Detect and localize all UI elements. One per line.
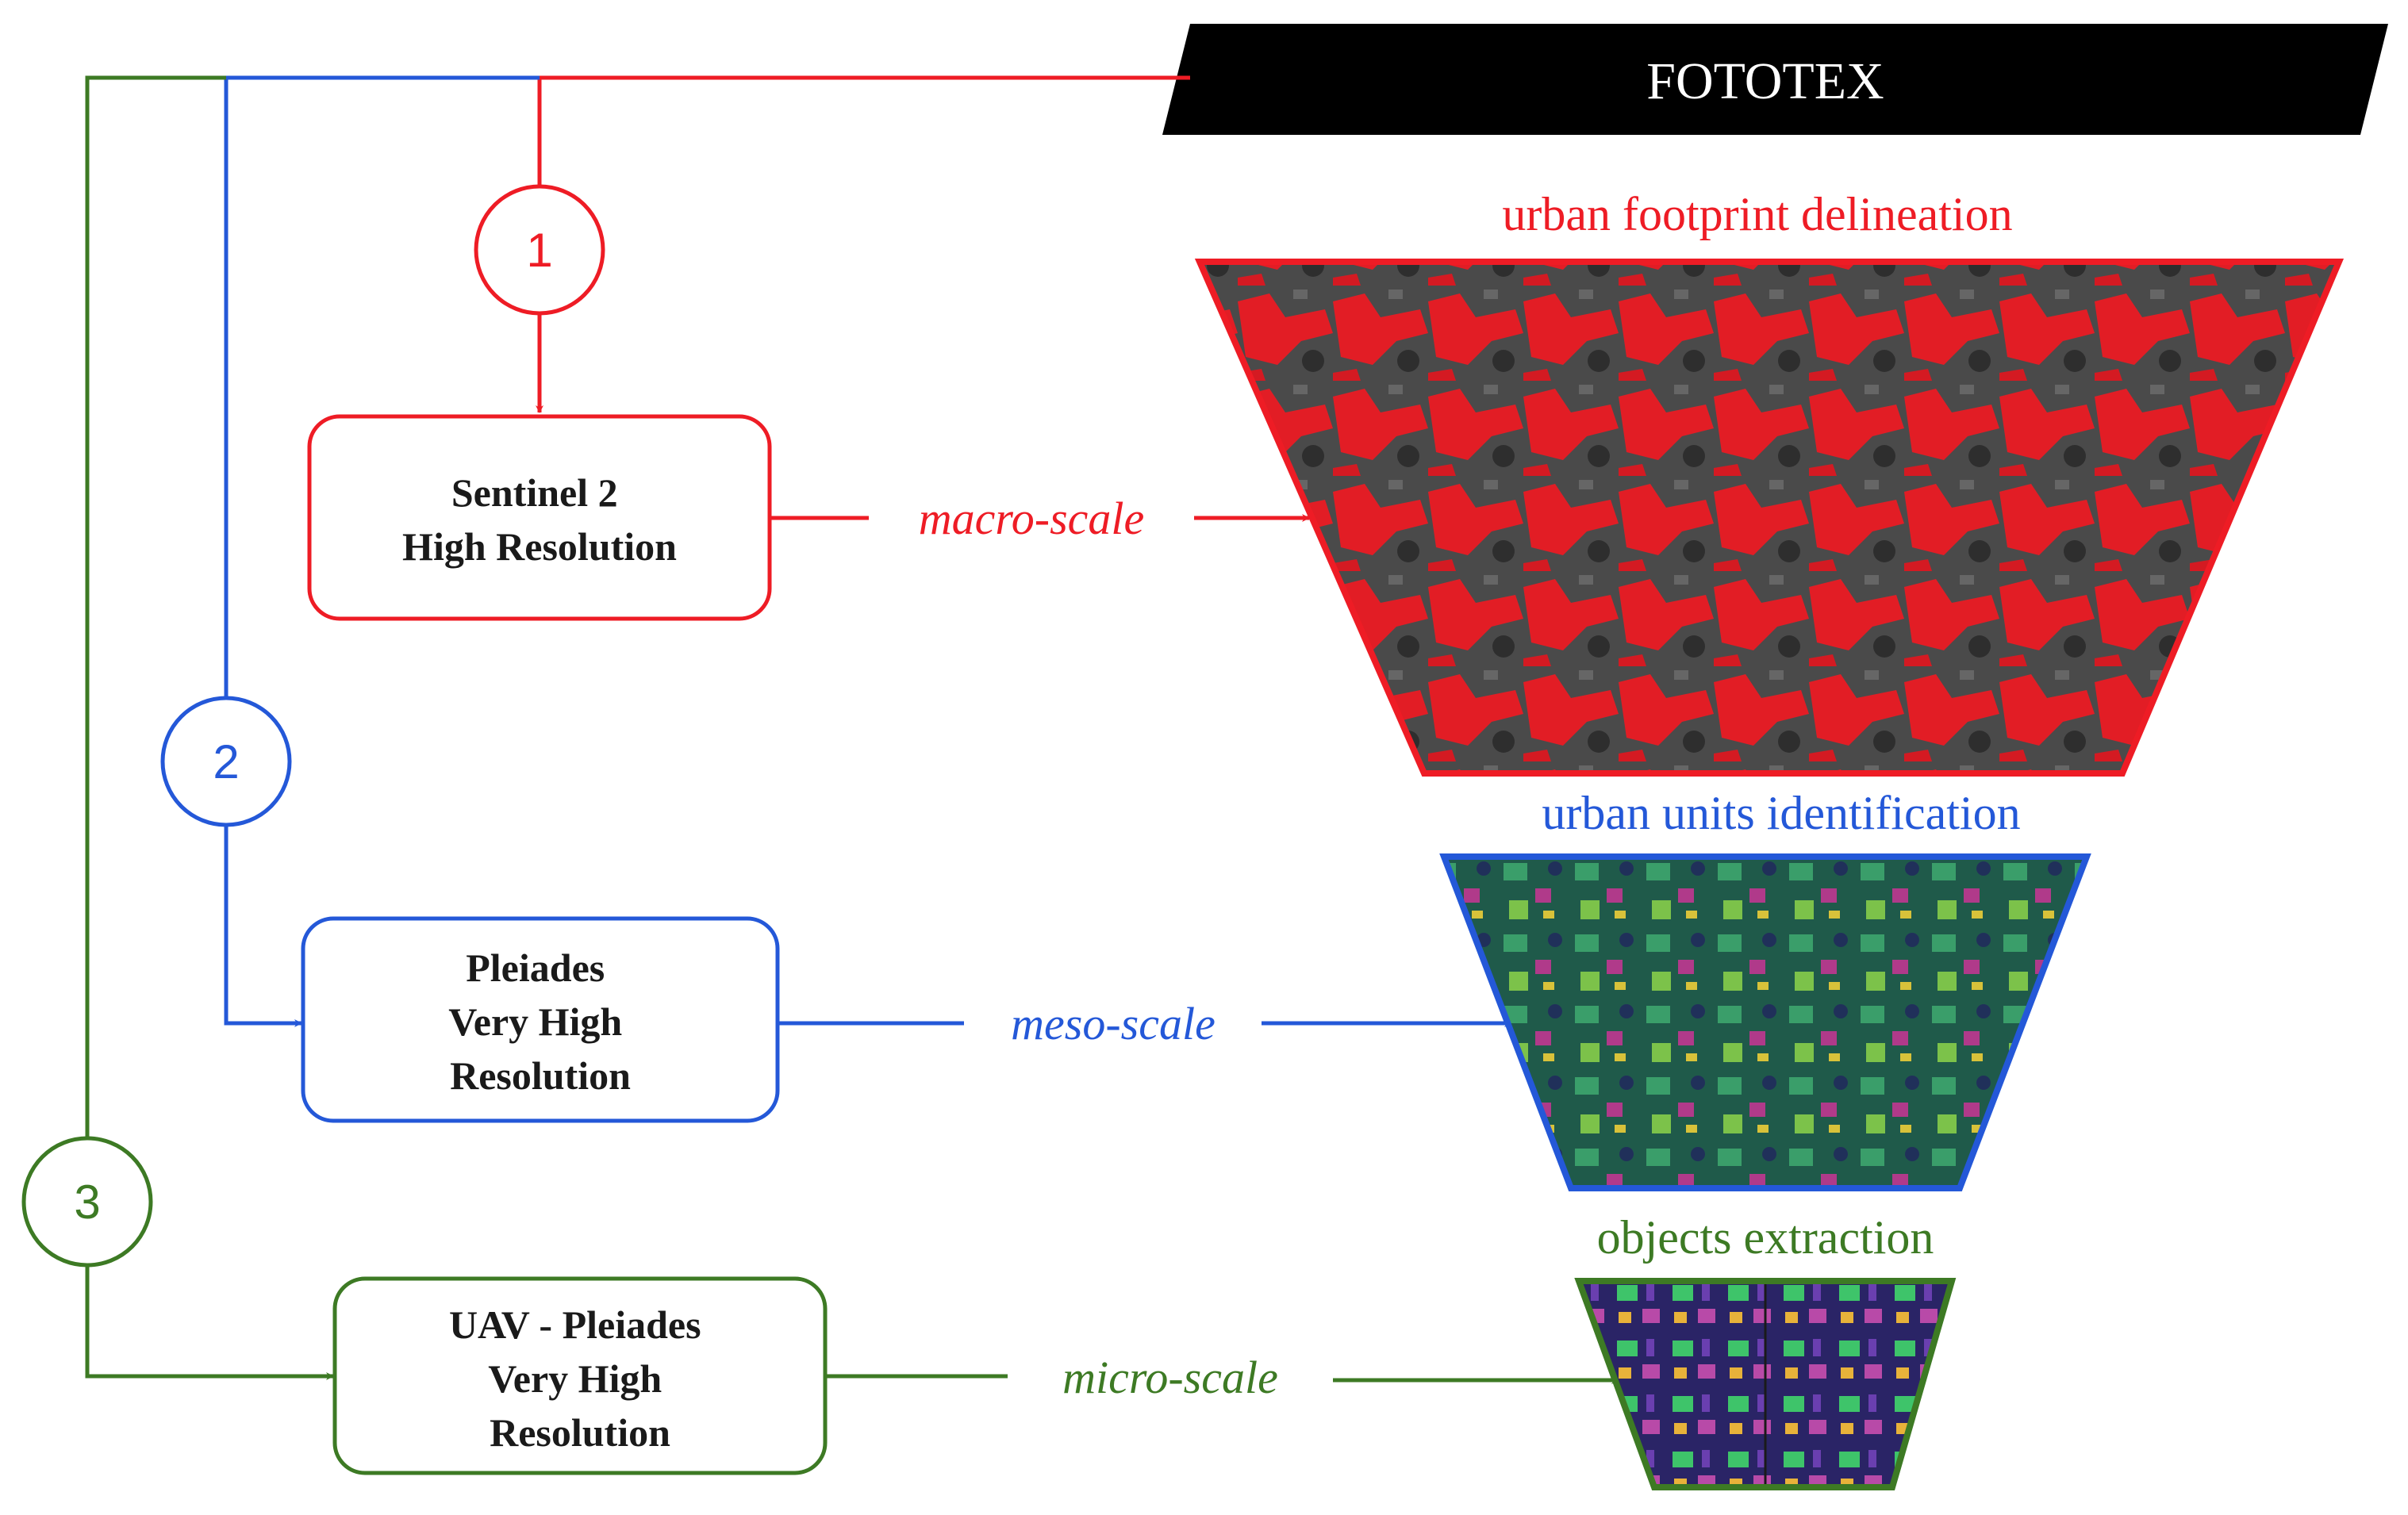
step-1-marker: 1 [474,184,605,316]
fototex-title: FOTOTEX [1646,52,1884,110]
fototex-banner [1162,24,2388,135]
sentinel-2-label: Sentinel 2 [451,470,618,515]
svg-text:Pleiades Very High: Pleiades Very High Resolution [448,945,632,1098]
step-2-number: 2 [213,735,239,788]
step-3-number: 3 [74,1176,100,1229]
urban-units-caption: urban units identification [1542,787,2020,839]
urban-footprint-image [1194,259,2345,777]
blue-trunk-line [224,75,540,1027]
sentinel-2-resolution: High Resolution [402,524,677,569]
macro-scale-label: macro-scale [919,493,1145,544]
pleiades-resolution-line-1: Very High [448,999,622,1044]
micro-scale-label: micro-scale [1062,1352,1278,1403]
uav-pleiades-label: UAV - Pleiades [449,1302,701,1347]
objects-extraction-caption: objects extraction [1597,1211,1934,1264]
pleiades-box: Pleiades Very High Resolution [301,916,780,1123]
urban-footprint-caption: urban footprint delineation [1502,188,2012,240]
step-2-marker: 2 [160,696,292,827]
pleiades-resolution-line-2: Resolution [450,1053,631,1098]
uav-pleiades-resolution-line-1: Very High [488,1356,662,1401]
green-trunk-line [85,75,334,1380]
sentinel-2-box: Sentinel 2 High Resolution [307,414,772,621]
step-3-marker: 3 [21,1136,153,1268]
step-1-number: 1 [526,224,552,277]
pleiades-label: Pleiades [466,945,605,990]
uav-pleiades-box: UAV - Pleiades Very High Resolution [332,1276,828,1475]
urban-units-image [1439,853,2091,1191]
svg-text:UAV - Pleiades Very High: UAV - Pleiades Very High Resolution [449,1302,711,1455]
meso-scale-label: meso-scale [1011,998,1216,1049]
uav-pleiades-resolution-line-2: Resolution [490,1410,670,1455]
svg-text:Sentinel 2 High Resoluti: Sentinel 2 High Resolution [402,470,677,569]
red-trunk-line [536,75,1190,413]
